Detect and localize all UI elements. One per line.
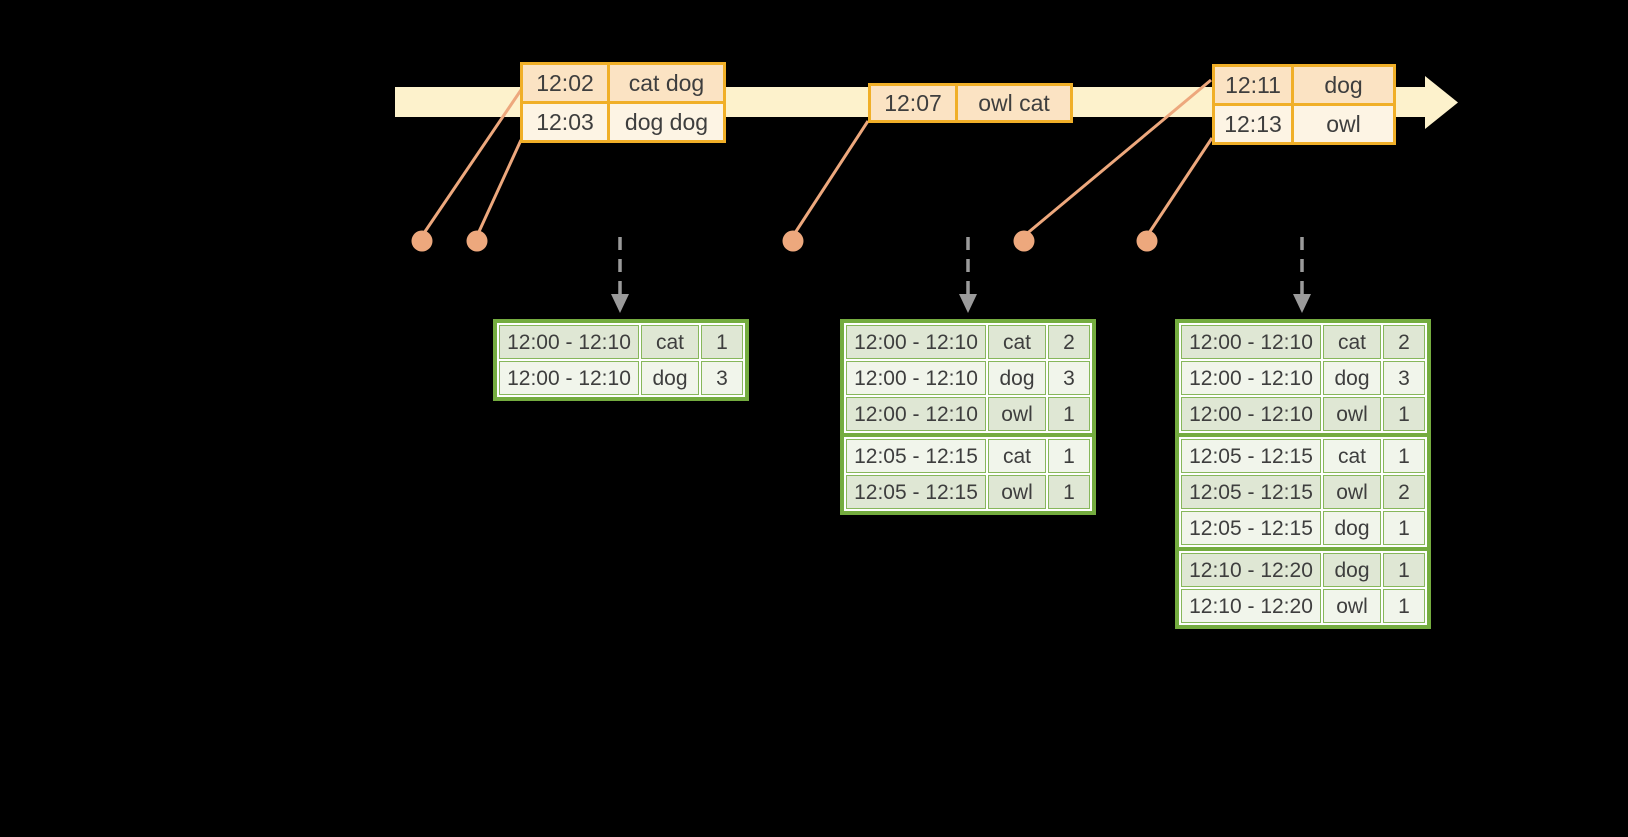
window-range-cell: 12:05 - 12:15 <box>846 475 986 509</box>
event-dot <box>1136 230 1158 252</box>
event-time-cell: 12:02 <box>523 65 607 101</box>
event-connector-lines <box>420 78 1214 238</box>
timeline-arrowhead-icon <box>1425 76 1458 129</box>
window-range-cell: 12:00 - 12:10 <box>1181 325 1321 359</box>
count-cell: 2 <box>1048 325 1090 359</box>
trigger-arrowhead-icon <box>1293 294 1311 313</box>
count-cell: 1 <box>1383 553 1425 587</box>
count-cell: 1 <box>1383 511 1425 545</box>
event-connector-line <box>475 139 523 237</box>
event-words-cell: owl <box>1294 106 1393 142</box>
event-words-cell: owl cat <box>958 86 1070 120</box>
word-cell: cat <box>641 325 699 359</box>
word-cell: cat <box>1323 439 1381 473</box>
word-cell: dog <box>988 361 1046 395</box>
word-cell: cat <box>1323 325 1381 359</box>
event-dot <box>411 230 433 252</box>
word-cell: owl <box>988 475 1046 509</box>
count-cell: 1 <box>1383 397 1425 431</box>
window-range-cell: 12:00 - 12:10 <box>1181 361 1321 395</box>
word-cell: owl <box>1323 589 1381 623</box>
window-group-separator <box>1179 547 1427 551</box>
event-words-cell: dog <box>1294 67 1393 103</box>
event-time-cell: 12:11 <box>1215 67 1291 103</box>
window-range-cell: 12:10 - 12:20 <box>1181 589 1321 623</box>
window-range-cell: 12:00 - 12:10 <box>499 325 639 359</box>
event-dot <box>782 230 804 252</box>
trigger-arrows <box>611 237 1311 313</box>
word-cell: dog <box>641 361 699 395</box>
event-connector-line <box>1023 78 1212 238</box>
count-cell: 2 <box>1383 325 1425 359</box>
event-time-cell: 12:13 <box>1215 106 1291 142</box>
event-time-cell: 12:03 <box>523 104 607 140</box>
event-words-cell: dog dog <box>610 104 723 140</box>
window-range-cell: 12:00 - 12:10 <box>846 397 986 431</box>
count-cell: 1 <box>1048 475 1090 509</box>
window-range-cell: 12:10 - 12:20 <box>1181 553 1321 587</box>
event-words-cell: cat dog <box>610 65 723 101</box>
word-cell: owl <box>988 397 1046 431</box>
trigger-arrowhead-icon <box>959 294 977 313</box>
window-range-cell: 12:00 - 12:10 <box>846 361 986 395</box>
count-cell: 3 <box>1048 361 1090 395</box>
word-cell: cat <box>988 325 1046 359</box>
word-cell: cat <box>988 439 1046 473</box>
count-cell: 3 <box>701 361 743 395</box>
event-connector-line <box>791 120 870 237</box>
window-range-cell: 12:05 - 12:15 <box>846 439 986 473</box>
event-connector-line <box>1145 137 1214 237</box>
count-cell: 1 <box>1048 397 1090 431</box>
word-cell: dog <box>1323 361 1381 395</box>
event-dot <box>466 230 488 252</box>
window-range-cell: 12:00 - 12:10 <box>499 361 639 395</box>
window-group-separator <box>844 433 1092 437</box>
event-connector-line <box>420 89 523 237</box>
window-range-cell: 12:00 - 12:10 <box>1181 397 1321 431</box>
word-cell: dog <box>1323 511 1381 545</box>
trigger-arrowhead-icon <box>611 294 629 313</box>
window-range-cell: 12:05 - 12:15 <box>1181 511 1321 545</box>
count-cell: 1 <box>1048 439 1090 473</box>
count-cell: 3 <box>1383 361 1425 395</box>
word-cell: owl <box>1323 475 1381 509</box>
count-cell: 1 <box>1383 589 1425 623</box>
window-group-separator <box>1179 433 1427 437</box>
event-dot <box>1013 230 1035 252</box>
word-cell: owl <box>1323 397 1381 431</box>
count-cell: 2 <box>1383 475 1425 509</box>
event-time-cell: 12:07 <box>871 86 955 120</box>
window-range-cell: 12:05 - 12:15 <box>1181 439 1321 473</box>
count-cell: 1 <box>701 325 743 359</box>
event-dots <box>411 230 1158 252</box>
window-range-cell: 12:00 - 12:10 <box>846 325 986 359</box>
window-range-cell: 12:05 - 12:15 <box>1181 475 1321 509</box>
count-cell: 1 <box>1383 439 1425 473</box>
word-cell: dog <box>1323 553 1381 587</box>
